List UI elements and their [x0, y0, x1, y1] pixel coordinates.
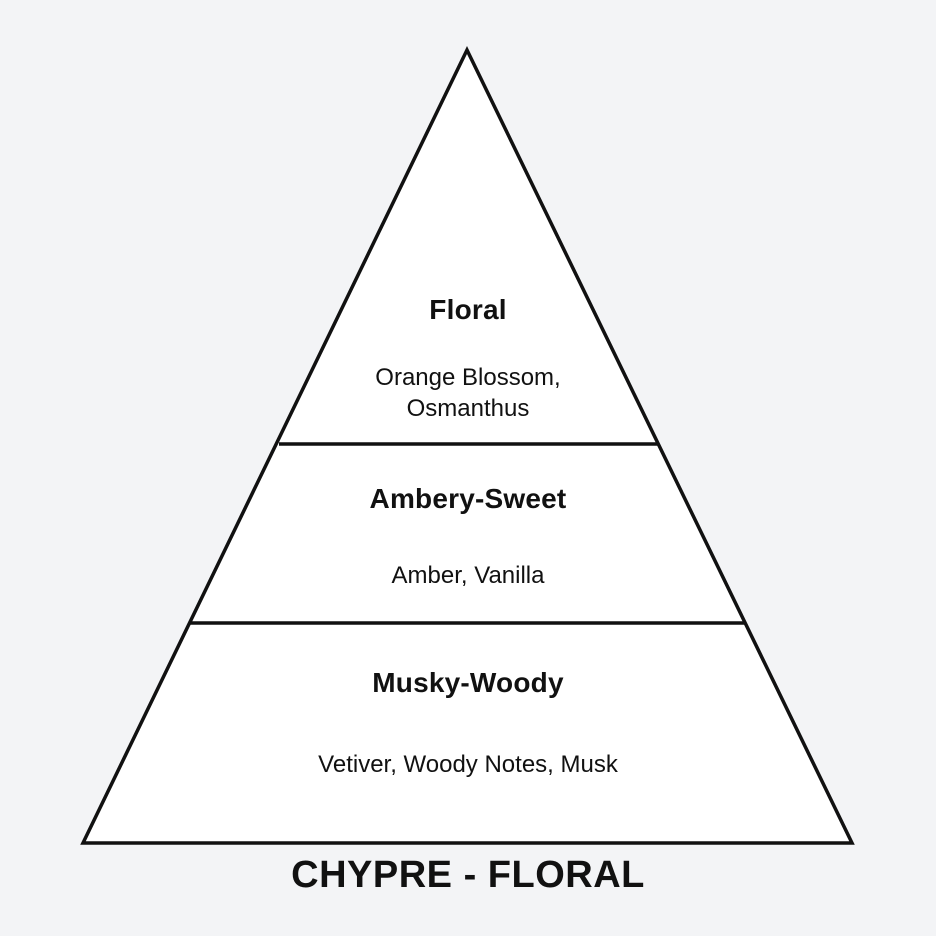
tier-notes-bottom-line-1: Vetiver, Woody Notes, Musk	[318, 751, 618, 778]
tier-notes-middle-line-1: Amber, Vanilla	[391, 562, 545, 589]
tier-title-middle: Ambery-Sweet	[369, 483, 567, 514]
tier-notes-top-line-2: Osmanthus	[406, 395, 530, 422]
tier-notes-top-line-1: Orange Blossom,	[375, 364, 561, 391]
tier-notes-bottom: Vetiver, Woody Notes, Musk	[0, 749, 936, 780]
tier-notes-top: Orange Blossom, Osmanthus	[0, 362, 936, 424]
pyramid-outline	[80, 45, 855, 845]
tier-title-bottom: Musky-Woody	[372, 667, 564, 698]
tier-title-top: Floral	[429, 294, 507, 325]
pyramid-caption: CHYPRE - FLORAL	[291, 854, 645, 896]
tier-notes-middle: Amber, Vanilla	[0, 560, 936, 591]
